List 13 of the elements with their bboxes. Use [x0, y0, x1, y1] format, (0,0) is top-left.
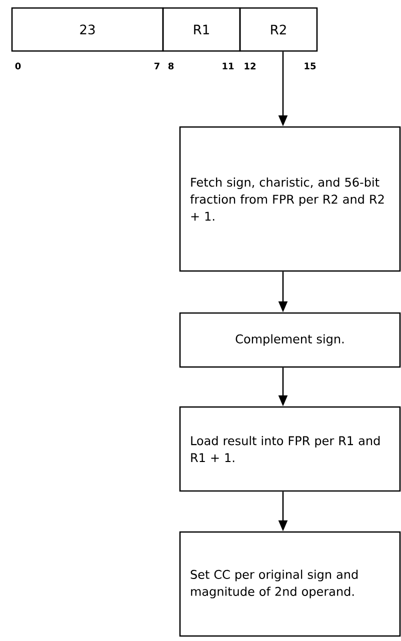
process-box: Complement sign.: [179, 312, 401, 368]
bit-number: 12: [244, 62, 256, 70]
process-box: Load result into FPR per R1 and R1 + 1.: [179, 406, 401, 492]
field-cell: R1: [162, 7, 241, 52]
bit-number: 15: [304, 62, 316, 70]
field-cell: R2: [239, 7, 318, 52]
process-box: Set CC per original sign and magnitude of 2nd operand.: [179, 531, 401, 637]
bit-number: 0: [15, 62, 21, 70]
field-cell: 23: [11, 7, 164, 52]
bit-number: 8: [168, 62, 174, 70]
process-box: Fetch sign, charistic, and 56-bit fraction from FPR per R2 and R2 + 1.: [179, 126, 401, 272]
bit-number: 11: [222, 62, 234, 70]
bit-number: 7: [154, 62, 160, 70]
